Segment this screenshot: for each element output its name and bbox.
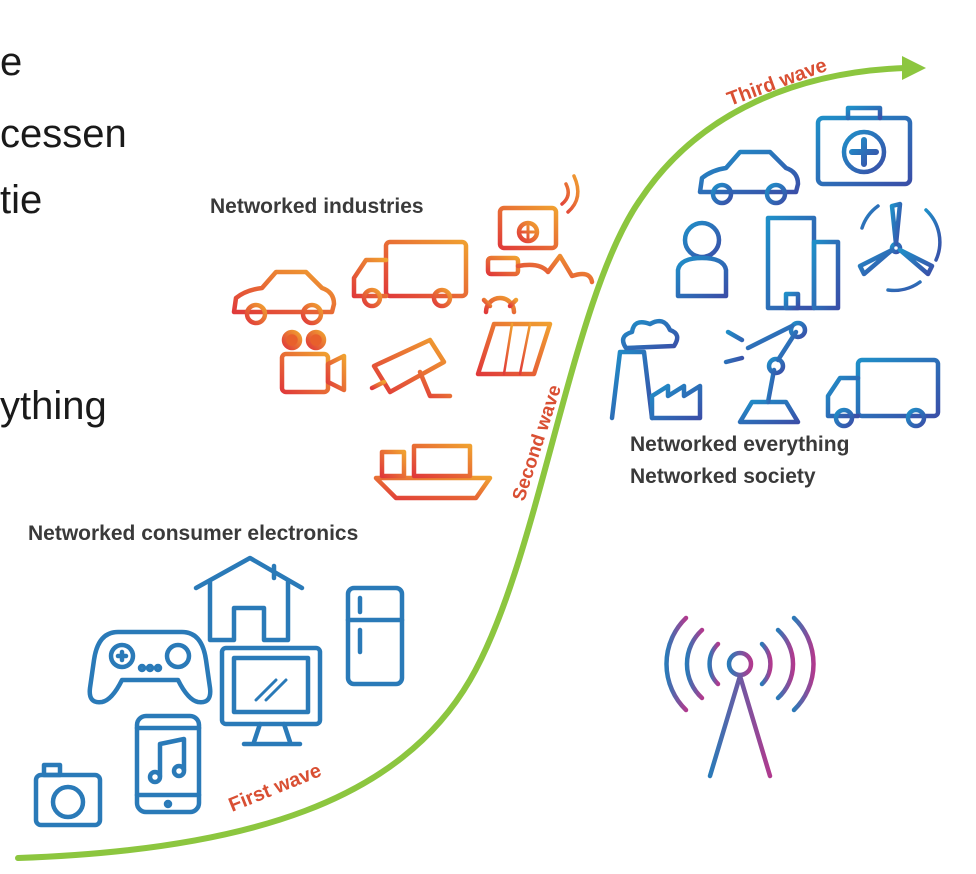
cell-tower-icon — [664, 615, 816, 779]
truck-icon — [351, 239, 469, 309]
person-icon — [675, 220, 729, 299]
camera-icon — [33, 762, 103, 828]
networked-society-label: Networked society — [630, 465, 816, 488]
solar-panel-icon — [475, 289, 553, 391]
second-wave-label: Second wave — [509, 383, 566, 504]
networked-everything-label: Networked everything — [630, 433, 850, 456]
wind-turbine-icon — [857, 201, 942, 293]
s-curve-line — [15, 65, 908, 861]
house-icon — [193, 555, 305, 643]
computer-monitor-icon — [219, 645, 323, 747]
car-icon — [231, 269, 337, 326]
networked-industries-label: Networked industries — [210, 195, 424, 218]
robot-arm-icon — [723, 320, 808, 425]
security-camera-icon — [369, 337, 453, 409]
office-building-icon — [765, 215, 841, 311]
slide-text-fragment-1: e — [0, 40, 23, 84]
slide-text-fragment-4: ything — [0, 384, 107, 428]
slide-text-fragment-3: tie — [0, 178, 43, 222]
slide-text-fragment-2: cessen — [0, 112, 127, 156]
cargo-ship-icon — [373, 443, 493, 501]
networked-consumer-electronics-label: Networked consumer electronics — [28, 522, 359, 545]
truck-icon — [825, 357, 941, 429]
factory-icon — [603, 318, 719, 423]
medical-kit-icon — [815, 105, 913, 187]
car-icon — [697, 149, 801, 206]
s-curve-arrowhead — [902, 56, 926, 80]
video-camera-icon — [279, 329, 347, 395]
gamepad-icon — [87, 629, 213, 705]
medical-case-wireless-icon — [485, 174, 595, 285]
music-phone-icon — [134, 713, 202, 815]
fridge-icon — [345, 585, 405, 687]
